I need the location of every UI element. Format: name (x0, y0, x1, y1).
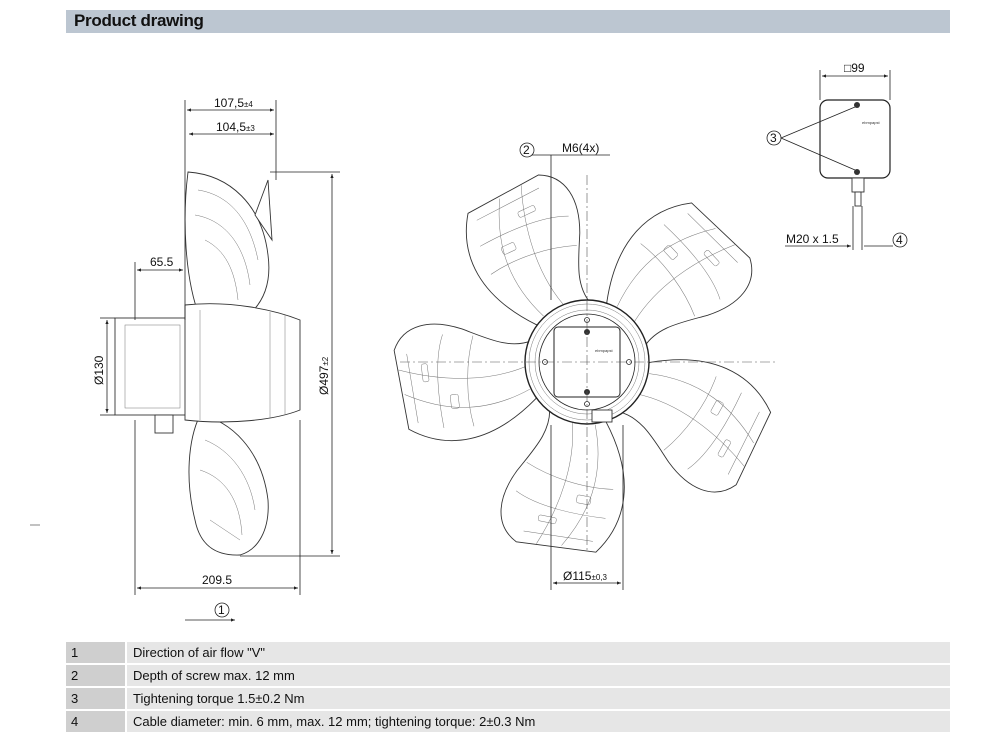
dim-497-tol: ±2 (321, 356, 330, 365)
dim-square-99: □99 (844, 61, 865, 75)
callout-2: 2 (523, 143, 530, 157)
dim-m20: M20 x 1.5 (786, 232, 839, 246)
note-text: Tightening torque 1.5±0.2 Nm (127, 688, 950, 709)
note-text: Cable diameter: min. 6 mm, max. 12 mm; t… (127, 711, 950, 732)
dim-65-5: 65.5 (150, 255, 174, 269)
front-view: ebmpapst 2 M6(4x) Ø115±0,3 (391, 141, 784, 590)
svg-text:107,5±4: 107,5±4 (214, 96, 253, 110)
callout-1: 1 (218, 603, 225, 617)
terminal-brand-mark: ebmpapst (862, 120, 880, 125)
dim-107-5-tol: ±4 (244, 100, 253, 109)
svg-text:Ø115±0,3: Ø115±0,3 (563, 569, 608, 583)
terminal-box-view: ebmpapst □99 3 M20 x 1.5 4 (766, 61, 908, 250)
side-view: 107,5±4 104,5±3 65.5 Ø130 Ø497±2 209.5 1 (30, 96, 340, 622)
product-drawing: 107,5±4 104,5±3 65.5 Ø130 Ø497±2 209.5 1 (30, 61, 908, 622)
dim-115: Ø115 (563, 569, 592, 583)
note-number: 1 (66, 642, 125, 663)
brand-mark: ebmpapst (595, 348, 613, 353)
dim-209-5: 209.5 (202, 573, 232, 587)
callout-3: 3 (770, 131, 777, 145)
callout-4: 4 (896, 233, 903, 247)
section-title: Product drawing (74, 11, 204, 30)
dim-m6: M6(4x) (562, 141, 599, 155)
note-number: 3 (66, 688, 125, 709)
note-number: 2 (66, 665, 125, 686)
dim-497: Ø497 (317, 365, 331, 395)
section-header: Product drawing (66, 10, 950, 33)
dim-130: Ø130 (92, 355, 106, 385)
svg-text:104,5±3: 104,5±3 (216, 120, 255, 134)
note-number: 4 (66, 711, 125, 732)
dim-115-tol: ±0,3 (591, 573, 607, 582)
dim-104-5-tol: ±3 (246, 124, 255, 133)
note-text: Direction of air flow "V" (127, 642, 950, 663)
dim-104-5: 104,5 (216, 120, 246, 134)
note-text: Depth of screw max. 12 mm (127, 665, 950, 686)
svg-text:Ø497±2: Ø497±2 (317, 356, 331, 395)
dim-107-5: 107,5 (214, 96, 244, 110)
